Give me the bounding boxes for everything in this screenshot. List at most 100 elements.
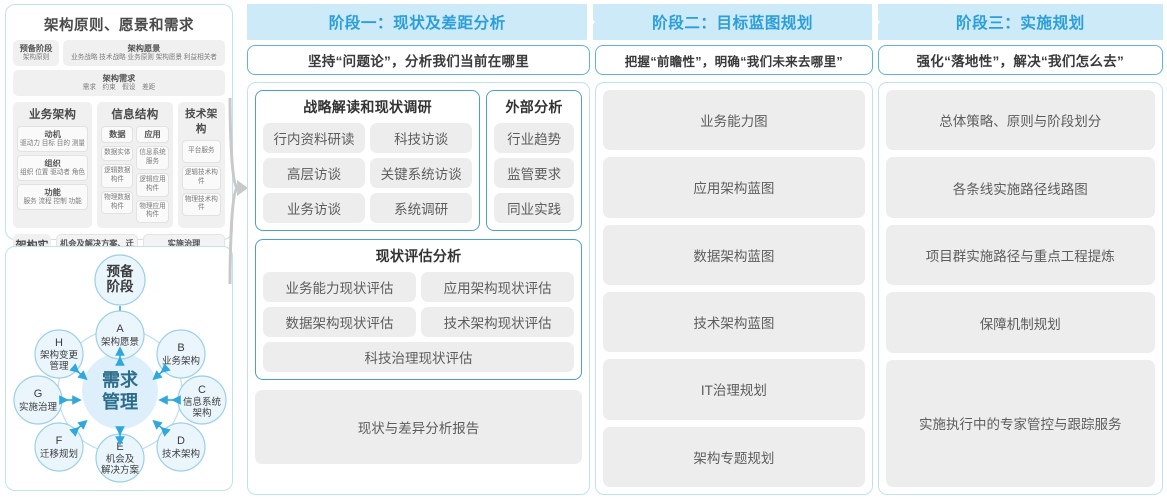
chevron-right-icon [587, 13, 596, 31]
phase-subtitle-2: 把握“前瞻性”，明确“我们未来去哪里” [595, 45, 873, 75]
pillar-item: 逻辑技术构件 [181, 165, 221, 190]
pillar-column-data: 数据 数据实体 逻辑数据构件 物理数据构件 [101, 125, 134, 223]
list-item[interactable]: 技术架构现状评估 [421, 307, 575, 337]
list-item[interactable]: 项目群实施路径与重点工程提炼 [885, 224, 1155, 286]
pillar-item-head: 组织 [44, 158, 61, 168]
list-item[interactable]: 总体策略、原则与阶段划分 [885, 90, 1155, 151]
pillar-item-sub: 信息系统服务 [139, 148, 166, 165]
list-item[interactable]: 数据架构现状评估 [263, 307, 417, 337]
pillar-information-structure: 信息结构 数据 数据实体 逻辑数据构件 [97, 101, 173, 229]
pillar-item: 物理数据构件 [101, 190, 134, 215]
list-item[interactable]: 监管要求 [494, 158, 575, 188]
togaf-prep-sub: 架构原则 [22, 54, 50, 62]
group-row: 业务能力现状评估 应用架构现状评估 [263, 272, 575, 302]
pillar-item: 功能 服务 流程 控制 功能 [17, 183, 89, 210]
cycle-node-c-key: C [198, 384, 206, 396]
pillar-item: 物理技术构件 [181, 192, 221, 217]
pillar-item: 数据实体 [101, 145, 134, 161]
group-row: 数据架构现状评估 技术架构现状评估 [263, 307, 575, 337]
list-item[interactable]: 同业实践 [494, 193, 575, 223]
pillar-item: 物理应用构件 [136, 199, 169, 224]
list-item[interactable]: 保障机制规划 [885, 292, 1155, 353]
list-item[interactable]: 高层访谈 [263, 158, 366, 188]
togaf-prep-block: 预备阶段 架构原则 [13, 40, 59, 66]
cycle-node-d-line1: 技术架构 [162, 448, 200, 460]
group-row: 高层访谈 关键系统访谈 [263, 158, 473, 188]
cycle-node-h-line1: 架构变更 [40, 349, 79, 361]
cycle-node-c-line1: 信息系统 [183, 396, 222, 408]
phase-3-content: 总体策略、原则与阶段划分 各条线实施路径线路图 项目群实施路径与重点工程提炼 保… [877, 82, 1163, 495]
pillar-item-sub: 逻辑数据构件 [104, 166, 131, 183]
list-item[interactable]: 各条线实施路径线路图 [885, 157, 1155, 218]
phase-subtitle-1: 坚持“问题论”，分析我们当前在哪里 [247, 45, 591, 75]
cycle-node-prep [94, 254, 146, 306]
togaf-prep-head: 预备阶段 [19, 44, 53, 53]
pillar-item: 逻辑数据构件 [101, 163, 134, 188]
list-item[interactable]: 技术架构蓝图 [603, 291, 865, 353]
list-item[interactable]: 实施执行中的专家管控与跟踪服务 [885, 359, 1155, 487]
togaf-top-row: 预备阶段 架构原则 架构愿景 业务战略 技术战略 业务原则 架构愿景 利益相关者 [13, 40, 225, 66]
adm-cycle-card: 预备 阶段 需求 管理 A 架构愿景 B 业务架构 C 信息系统 [5, 246, 233, 491]
cycle-node-d-key: D [177, 435, 185, 447]
phase-1-content: 战略解读和现状调研 行内资料研读 科技访谈 高层访谈 关键系统访谈 [247, 82, 591, 495]
cycle-node-e-line1: 机会及 [106, 453, 135, 465]
list-item[interactable]: 关键系统访谈 [370, 158, 473, 188]
pillar-column-application: 应用 信息系统服务 逻辑应用构件 物理应用构件 [136, 125, 169, 224]
list-item[interactable]: 数据架构蓝图 [603, 224, 865, 285]
list-item[interactable]: 业务访谈 [263, 193, 366, 223]
pillar-business-architecture: 业务架构 动机 驱动力 目标 目的 测量 组织 组织 位置 驱动者 角色 功能 … [13, 101, 93, 229]
connector-bracket-icon [228, 97, 248, 285]
pillar-item-sub: 物理技术构件 [184, 195, 218, 212]
phase-1-top-groups: 战略解读和现状调研 行内资料研读 科技访谈 高层访谈 关键系统访谈 [255, 90, 583, 231]
left-panel: 架构原则、愿景和需求 预备阶段 架构原则 架构愿景 业务战略 技术战略 业务原则… [5, 4, 233, 495]
adm-cycle-diagram: 预备 阶段 需求 管理 A 架构愿景 B 业务架构 C 信息系统 [13, 254, 227, 483]
pillar-item: 动机 驱动力 目标 目的 测量 [17, 125, 89, 152]
togaf-vision-sub: 业务战略 技术战略 业务原则 架构愿景 利益相关者 [71, 54, 217, 62]
phase-header-1[interactable]: 阶段一：现状及差距分析 [247, 4, 596, 40]
cycle-node-e-key: E [116, 441, 123, 453]
phases-region: 阶段一：现状及差距分析 阶段二：目标蓝图规划 阶段三：实施规划 坚持“ [247, 4, 1164, 495]
list-item[interactable]: 系统调研 [370, 193, 473, 223]
group-title: 战略解读和现状调研 [303, 99, 432, 115]
group-title: 现状评估分析 [375, 248, 462, 264]
phase-1-footer-report[interactable]: 现状与差异分析报告 [255, 390, 583, 464]
pillar-item: 应用 [136, 125, 169, 143]
group-row: 业务访谈 系统调研 [263, 193, 473, 223]
pillar-item-sub: 逻辑技术构件 [184, 168, 218, 185]
cycle-node-prep-line1: 预备 [107, 263, 134, 279]
phase-header-3[interactable]: 阶段三：实施规划 [877, 4, 1164, 40]
list-item[interactable]: 架构专题规划 [603, 426, 865, 487]
list-item[interactable]: 行业趋势 [494, 123, 575, 153]
cycle-node-g-key: G [34, 388, 43, 400]
list-item[interactable]: 科技访谈 [370, 123, 473, 153]
list-item[interactable]: 应用架构蓝图 [603, 157, 865, 218]
cycle-center-line2: 管理 [102, 391, 138, 412]
togaf-requirement-block: 架构需求 需求 约束 假设 差距 [13, 69, 225, 96]
pillar-item-sub: 平台服务 [188, 146, 215, 154]
togaf-requirement-head: 架构需求 [102, 73, 136, 83]
pillar-item: 信息系统服务 [136, 145, 169, 170]
cycle-node-f-key: F [56, 435, 63, 447]
togaf-pillars: 业务架构 动机 驱动力 目标 目的 测量 组织 组织 位置 驱动者 角色 功能 … [13, 101, 225, 229]
list-item[interactable]: 科技治理现状评估 [263, 342, 575, 372]
pillar-item-sub: 物理数据构件 [104, 193, 131, 210]
phase-headers: 阶段一：现状及差距分析 阶段二：目标蓝图规划 阶段三：实施规划 [247, 4, 1164, 40]
cycle-center [82, 353, 158, 429]
pillar-title: 信息结构 [111, 108, 159, 121]
cycle-node-b-key: B [177, 342, 184, 354]
cycle-node-f-line1: 迁移规划 [40, 448, 78, 460]
list-item[interactable]: 业务能力图 [603, 90, 865, 151]
pillar-item: 数据 [101, 125, 134, 143]
cycle-node-a-key: A [116, 323, 124, 335]
list-item[interactable]: IT治理规划 [603, 359, 865, 420]
group-external-analysis: 外部分析 行业趋势 监管要求 同业实践 [486, 90, 583, 231]
list-item[interactable]: 行内资料研读 [263, 123, 366, 153]
list-item[interactable]: 业务能力现状评估 [263, 272, 417, 302]
phase-column-3: 强化“落地性”，解决“我们怎么去” 总体策略、原则与阶段划分 各条线实施路径线路… [877, 45, 1163, 495]
group-strategy-research: 战略解读和现状调研 行内资料研读 科技访谈 高层访谈 关键系统访谈 [255, 90, 481, 231]
pillar-item-sub: 服务 流程 控制 功能 [23, 197, 82, 205]
list-item[interactable]: 应用架构现状评估 [421, 272, 575, 302]
phase-header-2[interactable]: 阶段二：目标蓝图规划 [593, 4, 880, 40]
cycle-node-d [156, 422, 206, 472]
